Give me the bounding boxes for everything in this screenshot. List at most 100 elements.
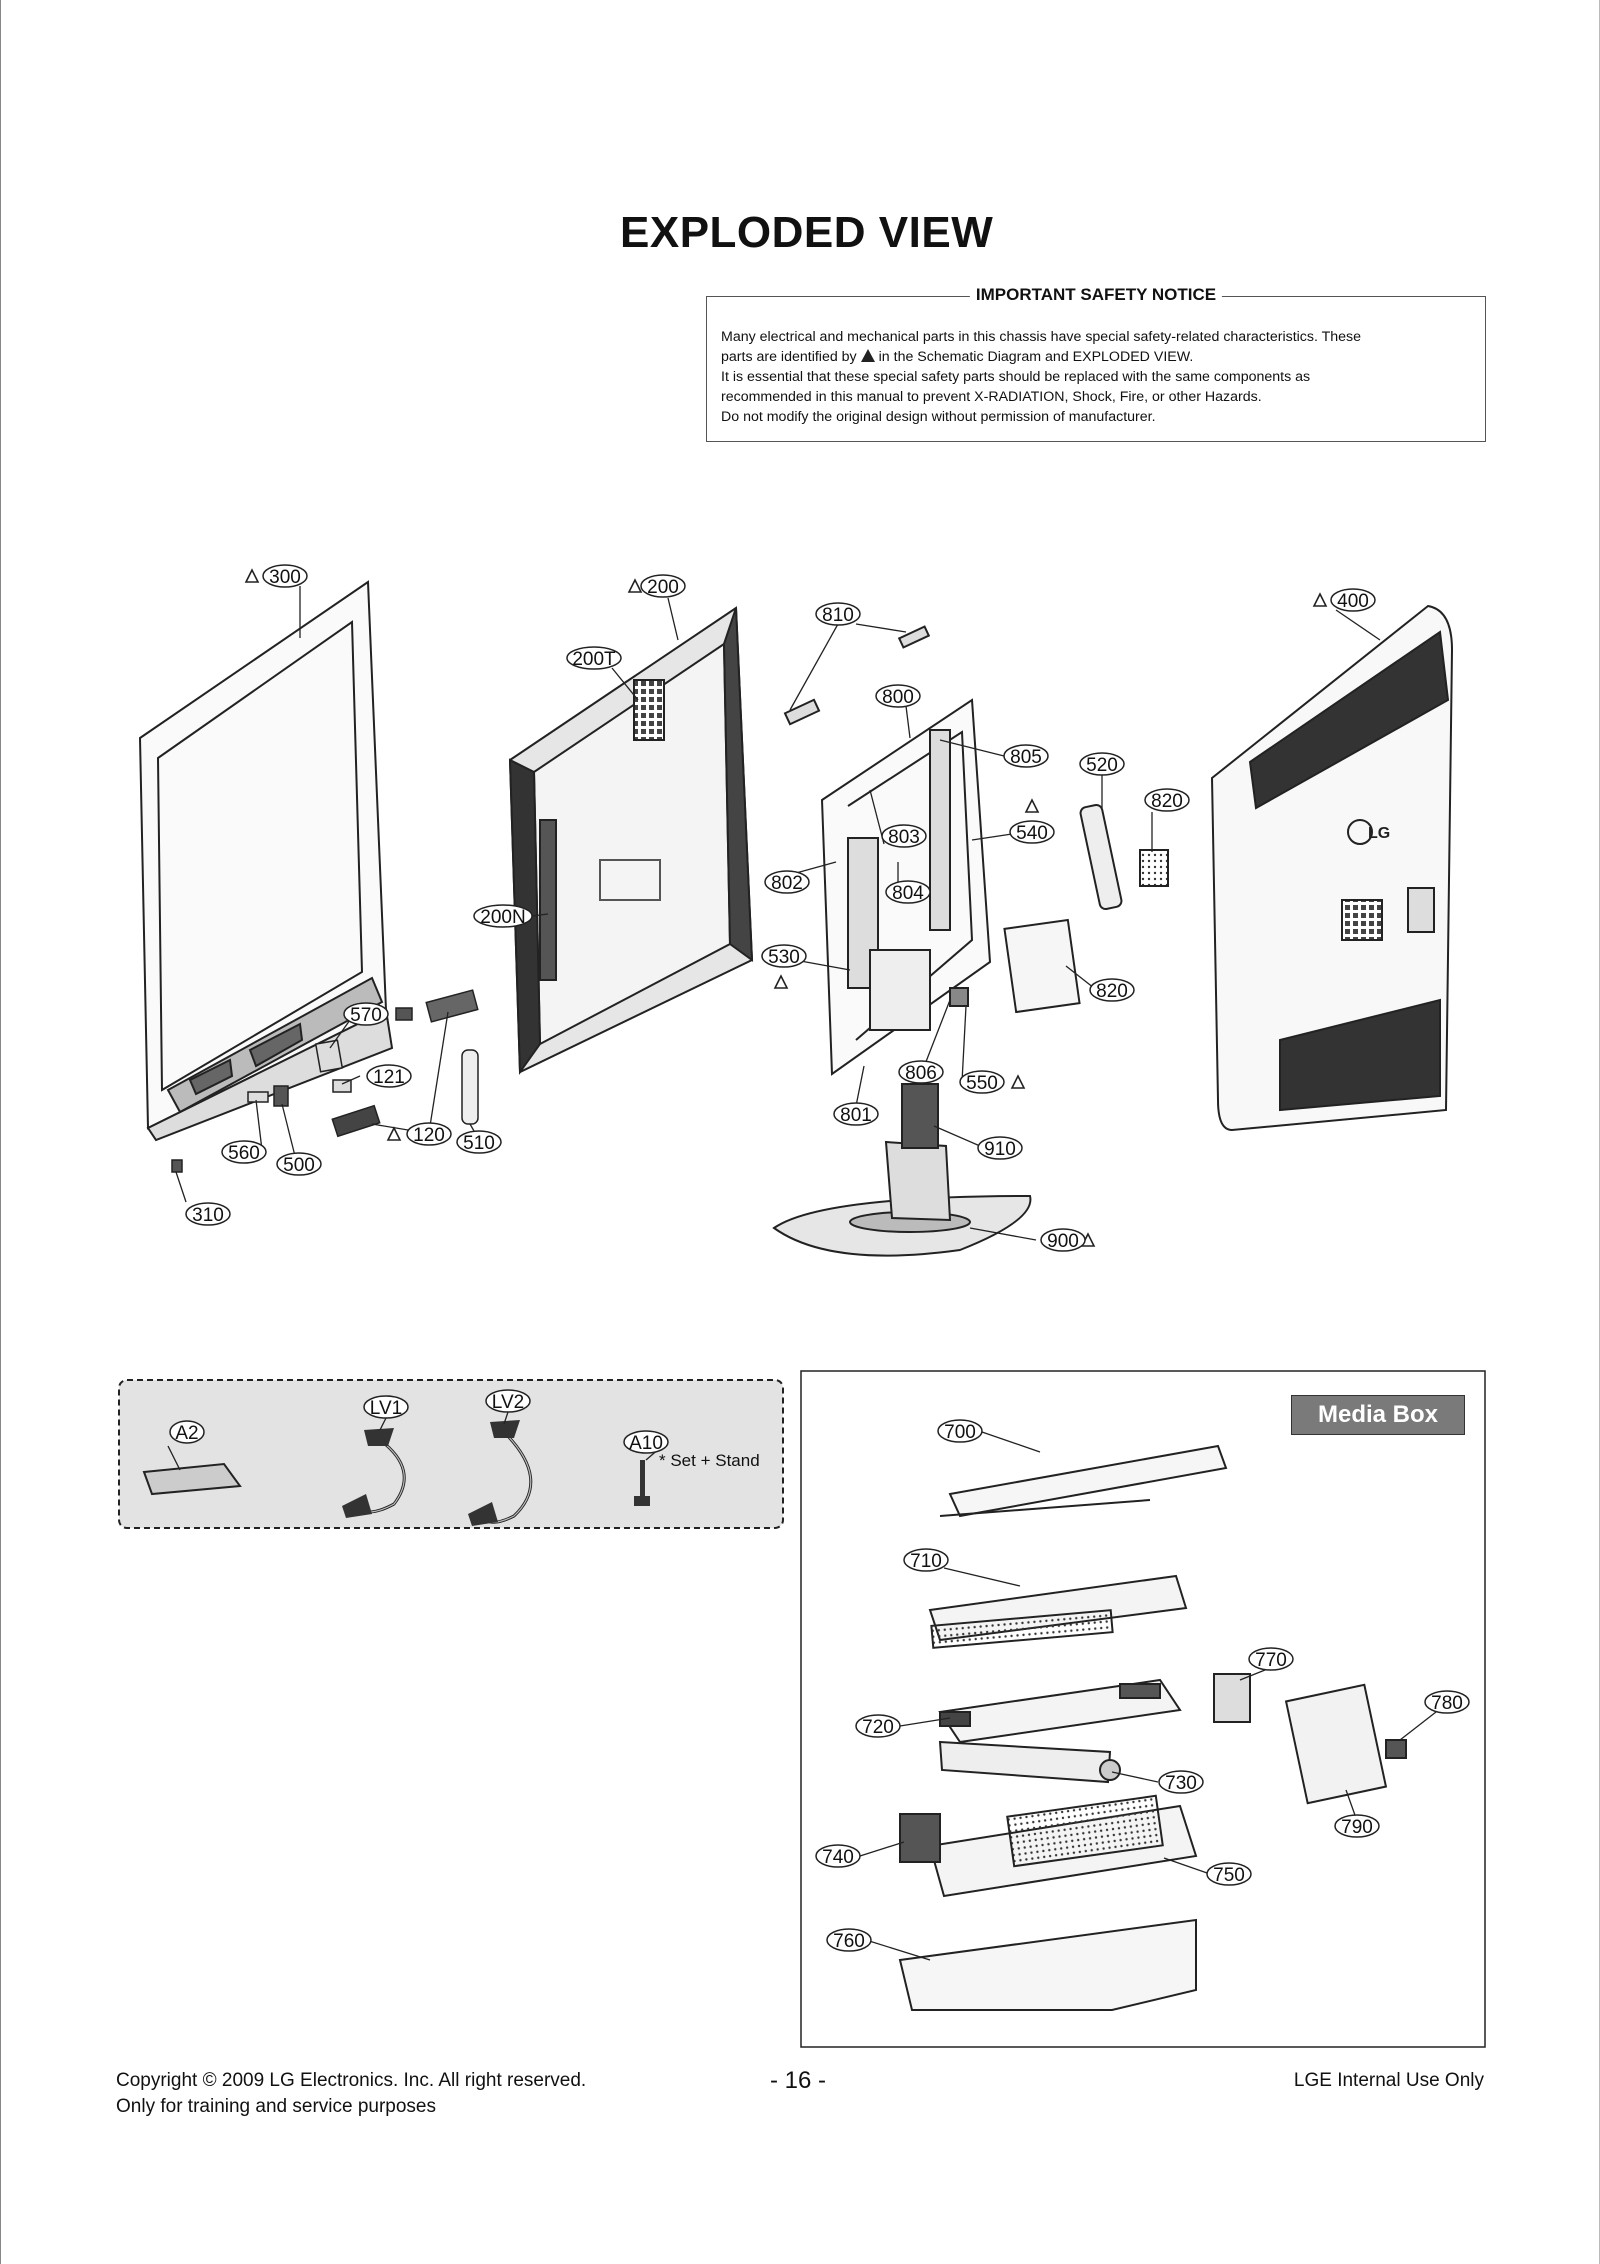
callout-oval (406, 1122, 452, 1146)
warning-triangle-icon (1010, 1074, 1026, 1089)
leader-lines (167, 586, 1437, 1961)
callout-oval (764, 870, 810, 894)
callout-801: 801 (840, 1105, 872, 1126)
callout-oval (815, 602, 861, 626)
callout-oval (276, 1152, 322, 1176)
notice-line-2-post: in the Schematic Diagram and EXPLODED VI… (878, 349, 1194, 365)
callout-oval (456, 1130, 502, 1154)
callout-900: 900 (1047, 1231, 1079, 1252)
callout-oval (473, 904, 533, 928)
callout-oval (185, 1202, 231, 1226)
notice-line-3: It is essential that these special safet… (721, 369, 1311, 385)
callout-A2: A2 (175, 1423, 198, 1444)
notice-line-2-pre: parts are identified by (721, 349, 857, 365)
callout-oval (903, 1548, 949, 1572)
callout-520: 520 (1086, 755, 1118, 776)
callout-oval (833, 1102, 879, 1126)
back-cover-part: LG (1210, 604, 1454, 1132)
callout-oval (898, 1060, 944, 1084)
safety-notice-box: IMPORTANT SAFETY NOTICE Many electrical … (706, 285, 1486, 442)
callout-oval (1248, 1647, 1294, 1671)
safety-notice-body: Many electrical and mechanical parts in … (721, 327, 1471, 427)
notice-line-5: Do not modify the original design withou… (721, 409, 1156, 425)
notice-line-4: recommended in this manual to prevent X-… (721, 389, 1262, 405)
callout-400: 400 (1337, 591, 1369, 612)
callout-806: 806 (905, 1063, 937, 1084)
callout-200T: 200T (572, 649, 616, 670)
callout-910: 910 (984, 1139, 1016, 1160)
page-left-edge (0, 0, 1, 2264)
callout-oval (826, 1928, 872, 1952)
callout-oval (1040, 1228, 1086, 1252)
callout-820-top: 820 (1151, 791, 1183, 812)
callout-780: 780 (1431, 1693, 1463, 1714)
callout-805: 805 (1010, 747, 1042, 768)
callout-790: 790 (1341, 1817, 1373, 1838)
callout-802: 802 (771, 873, 803, 894)
media-box-parts (898, 1444, 1407, 2011)
callout-700: 700 (944, 1422, 976, 1443)
callout-121: 121 (373, 1067, 405, 1088)
callout-oval (485, 1389, 531, 1413)
callout-oval (937, 1419, 983, 1443)
page-title: EXPLODED VIEW (620, 208, 994, 257)
callout-oval (169, 1420, 205, 1444)
callout-oval (1424, 1690, 1470, 1714)
callout-oval (761, 944, 807, 968)
callout-oval (875, 684, 921, 708)
callout-oval (959, 1070, 1005, 1094)
callout-760: 760 (833, 1931, 865, 1952)
callout-ovals (169, 564, 1470, 1952)
accessories-box (118, 1379, 784, 1529)
callout-820-bottom: 820 (1096, 981, 1128, 1002)
svg-text:LG: LG (1368, 825, 1390, 842)
callout-730: 730 (1165, 1773, 1197, 1794)
warning-triangle-icon (627, 578, 643, 593)
callout-LV2: LV2 (492, 1392, 524, 1413)
callout-oval (977, 1136, 1023, 1160)
footer-right: LGE Internal Use Only (1293, 2070, 1484, 2091)
warning-triangle-icon (773, 974, 789, 989)
footer-training-note: Only for training and service purposes (116, 2096, 436, 2117)
callout-720: 720 (862, 1717, 894, 1738)
callout-oval (1089, 978, 1135, 1002)
callout-oval (1079, 752, 1125, 776)
warning-triangle-icon (1024, 798, 1040, 813)
callout-oval (1330, 588, 1376, 612)
stand-part (772, 1083, 1032, 1257)
callout-oval (855, 1714, 901, 1738)
callout-oval (815, 1844, 861, 1868)
callout-800: 800 (882, 687, 914, 708)
callout-500: 500 (283, 1155, 315, 1176)
callout-oval (221, 1140, 267, 1164)
warning-triangle-icon (1312, 592, 1328, 607)
footer-copyright: Copyright © 2009 LG Electronics. Inc. Al… (116, 2070, 587, 2091)
callout-804: 804 (892, 883, 924, 904)
warning-triangle-icon (386, 1126, 402, 1141)
lcd-panel-part (508, 606, 754, 1075)
callout-540: 540 (1016, 823, 1048, 844)
warning-triangle-icons (244, 568, 1328, 1247)
callout-550: 550 (966, 1073, 998, 1094)
callout-oval (262, 564, 308, 588)
callout-oval (623, 1430, 669, 1454)
safety-notice-title: IMPORTANT SAFETY NOTICE (969, 285, 1223, 305)
callout-200N: 200N (480, 907, 525, 928)
callout-oval (363, 1395, 409, 1419)
callout-oval (640, 574, 686, 598)
callout-oval (881, 824, 927, 848)
media-box-label: Media Box (1291, 1395, 1465, 1435)
callout-oval (566, 646, 622, 670)
callout-770: 770 (1255, 1650, 1287, 1671)
callout-560: 560 (228, 1143, 260, 1164)
callout-oval (1334, 1814, 1380, 1838)
notice-line-2: parts are identified by in the Schematic … (721, 347, 1471, 367)
set-stand-note: * Set + Stand (659, 1451, 760, 1470)
notice-line-1: Many electrical and mechanical parts in … (721, 329, 1362, 345)
callout-A10: A10 (629, 1433, 663, 1454)
warning-triangle-icon (244, 568, 260, 583)
callout-810: 810 (822, 605, 854, 626)
callout-120: 120 (413, 1125, 445, 1146)
callout-710: 710 (910, 1551, 942, 1572)
callout-oval (1003, 744, 1049, 768)
